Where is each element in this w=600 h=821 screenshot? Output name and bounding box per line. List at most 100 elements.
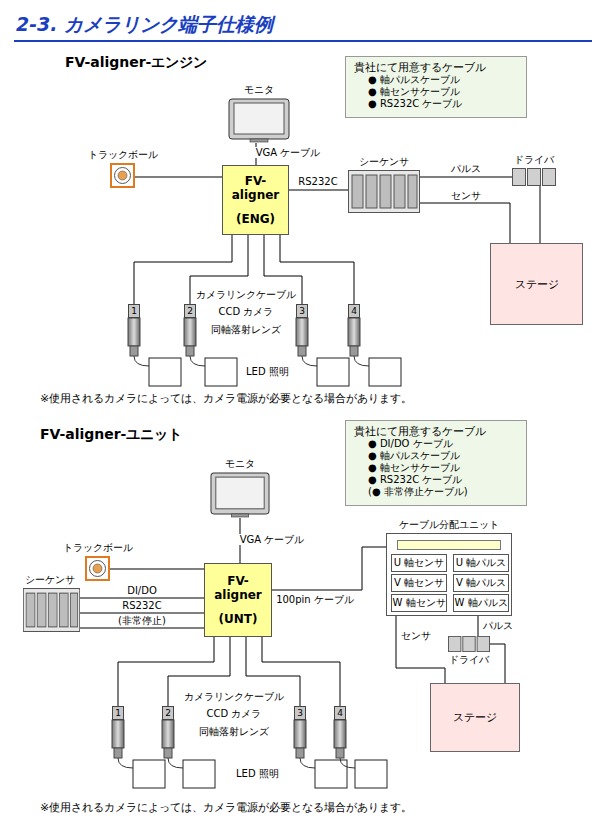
light-cable xyxy=(302,356,317,366)
node-text: 1 xyxy=(115,708,121,719)
sequencer-icon xyxy=(348,170,420,213)
camera-body xyxy=(348,318,360,346)
led-light xyxy=(355,760,387,788)
node-label: シーケンサ xyxy=(359,156,409,168)
note-heading: 貴社にて用意するケーブル xyxy=(354,61,486,74)
section-heading: FV-aligner-ユニット xyxy=(40,426,182,443)
footnote: ※使用されるカメラによっては、カメラ電源が必要となる場合があります。 xyxy=(40,801,412,814)
camera-number: 3 xyxy=(294,706,306,720)
coaxial-lens xyxy=(186,346,194,356)
cable-label: 100pin ケーブル xyxy=(274,594,356,605)
node-label: トラックボール xyxy=(88,149,158,161)
led-light xyxy=(317,358,349,386)
cable-label: RS232C xyxy=(120,600,163,611)
node-text: ● RS232C ケーブル xyxy=(354,474,462,486)
coaxial-lens xyxy=(296,748,304,758)
cable-line xyxy=(80,613,204,614)
node-text: W 軸センサ xyxy=(392,597,445,609)
node-text: FV-aligner xyxy=(209,574,267,602)
part-label: LED 照明 xyxy=(236,768,279,780)
node-text: ステージ xyxy=(515,278,559,291)
node-label: ケーブル分配ユニット xyxy=(399,519,499,531)
light-cable xyxy=(300,758,315,768)
cable-line xyxy=(272,547,386,590)
coaxial-lens xyxy=(130,346,138,356)
part-label: CCD カメラ xyxy=(207,708,262,720)
light-cable xyxy=(168,758,183,768)
node-label: モニタ xyxy=(244,84,274,96)
cable-line xyxy=(80,598,204,599)
coaxial-lens xyxy=(114,748,122,758)
light-cable xyxy=(134,356,149,366)
camera-body xyxy=(294,720,306,748)
part-label: 同軸落射レンズ xyxy=(211,324,281,336)
cable-line xyxy=(110,569,204,570)
monitor-icon xyxy=(210,472,270,518)
node-text: U 軸パルス xyxy=(456,557,507,569)
node-text: ● 軸センサケーブル xyxy=(354,462,460,474)
cable-line xyxy=(289,190,348,191)
cable-line xyxy=(420,203,510,243)
coaxial-lens xyxy=(164,748,172,758)
cable-label: VGA ケーブル xyxy=(254,147,323,158)
coaxial-lens xyxy=(298,346,306,356)
node-text: FV-aligner xyxy=(227,174,284,202)
led-light xyxy=(133,760,165,788)
monitor: モニタ xyxy=(228,98,290,143)
node-label: ドライバ xyxy=(449,654,489,666)
axis-terminal: U 軸センサ xyxy=(391,554,447,572)
cable-label: VGA ケーブル xyxy=(238,534,307,545)
led-light xyxy=(183,760,215,788)
note-heading: 貴社にて用意するケーブル xyxy=(354,425,486,438)
cable-line xyxy=(540,186,541,243)
axis-terminal: V 軸パルス xyxy=(453,574,509,592)
axis-terminal: U 軸パルス xyxy=(453,554,509,572)
camera-number: 2 xyxy=(162,706,174,720)
node-text: 1 xyxy=(131,306,137,317)
cable-label: センサ xyxy=(399,630,433,641)
node-text: 3 xyxy=(297,708,303,719)
camera-number: 4 xyxy=(348,304,360,318)
page-title: 2-3. カメラリンク端子仕様例 xyxy=(16,12,273,36)
axis-terminal: V 軸センサ xyxy=(391,574,447,592)
light-cable xyxy=(190,356,205,366)
trackball-icon xyxy=(110,163,135,188)
light-cable xyxy=(354,356,369,366)
camera-body xyxy=(162,720,174,748)
node-text: (ENG) xyxy=(236,212,275,226)
node-text: ● 軸パルスケーブル xyxy=(354,450,460,462)
coaxial-lens xyxy=(336,748,344,758)
sequencer: シーケンサ xyxy=(348,170,420,213)
node-label: シーケンサ xyxy=(25,574,75,586)
cable-label: センサ xyxy=(449,190,483,201)
node-text: 2 xyxy=(187,306,193,317)
node-text: 4 xyxy=(351,306,357,317)
light-cable xyxy=(118,758,133,768)
monitor-icon xyxy=(228,98,290,143)
node-text: U 軸センサ xyxy=(394,557,445,569)
node-text: (● 非常停止ケーブル) xyxy=(354,486,468,498)
stage-box: ステージ xyxy=(490,243,583,325)
cable-label: (非常停止) xyxy=(116,615,168,626)
part-label: LED 照明 xyxy=(246,366,289,378)
camera-body xyxy=(112,720,124,748)
node-text: V 軸パルス xyxy=(456,577,506,589)
monitor: モニタ xyxy=(210,472,270,518)
camera-number: 1 xyxy=(112,706,124,720)
node-text: ● 軸センサケーブル xyxy=(354,86,460,98)
node-text: ● 軸パルスケーブル xyxy=(354,74,460,86)
cable-line xyxy=(80,628,204,629)
driver: ドライバ xyxy=(512,168,556,186)
camera-number: 1 xyxy=(128,304,140,318)
camera-body xyxy=(128,318,140,346)
cable-line xyxy=(478,616,479,636)
cable-label: パルス xyxy=(449,163,483,174)
led-light xyxy=(369,358,401,386)
light-cable xyxy=(340,758,355,768)
camera-number: 2 xyxy=(184,304,196,318)
trackball: トラックボール xyxy=(110,163,135,188)
trackball-icon xyxy=(85,556,110,581)
sequencer-icon xyxy=(23,588,80,632)
cable-line xyxy=(490,644,505,683)
node-text: W 軸パルス xyxy=(454,597,507,609)
